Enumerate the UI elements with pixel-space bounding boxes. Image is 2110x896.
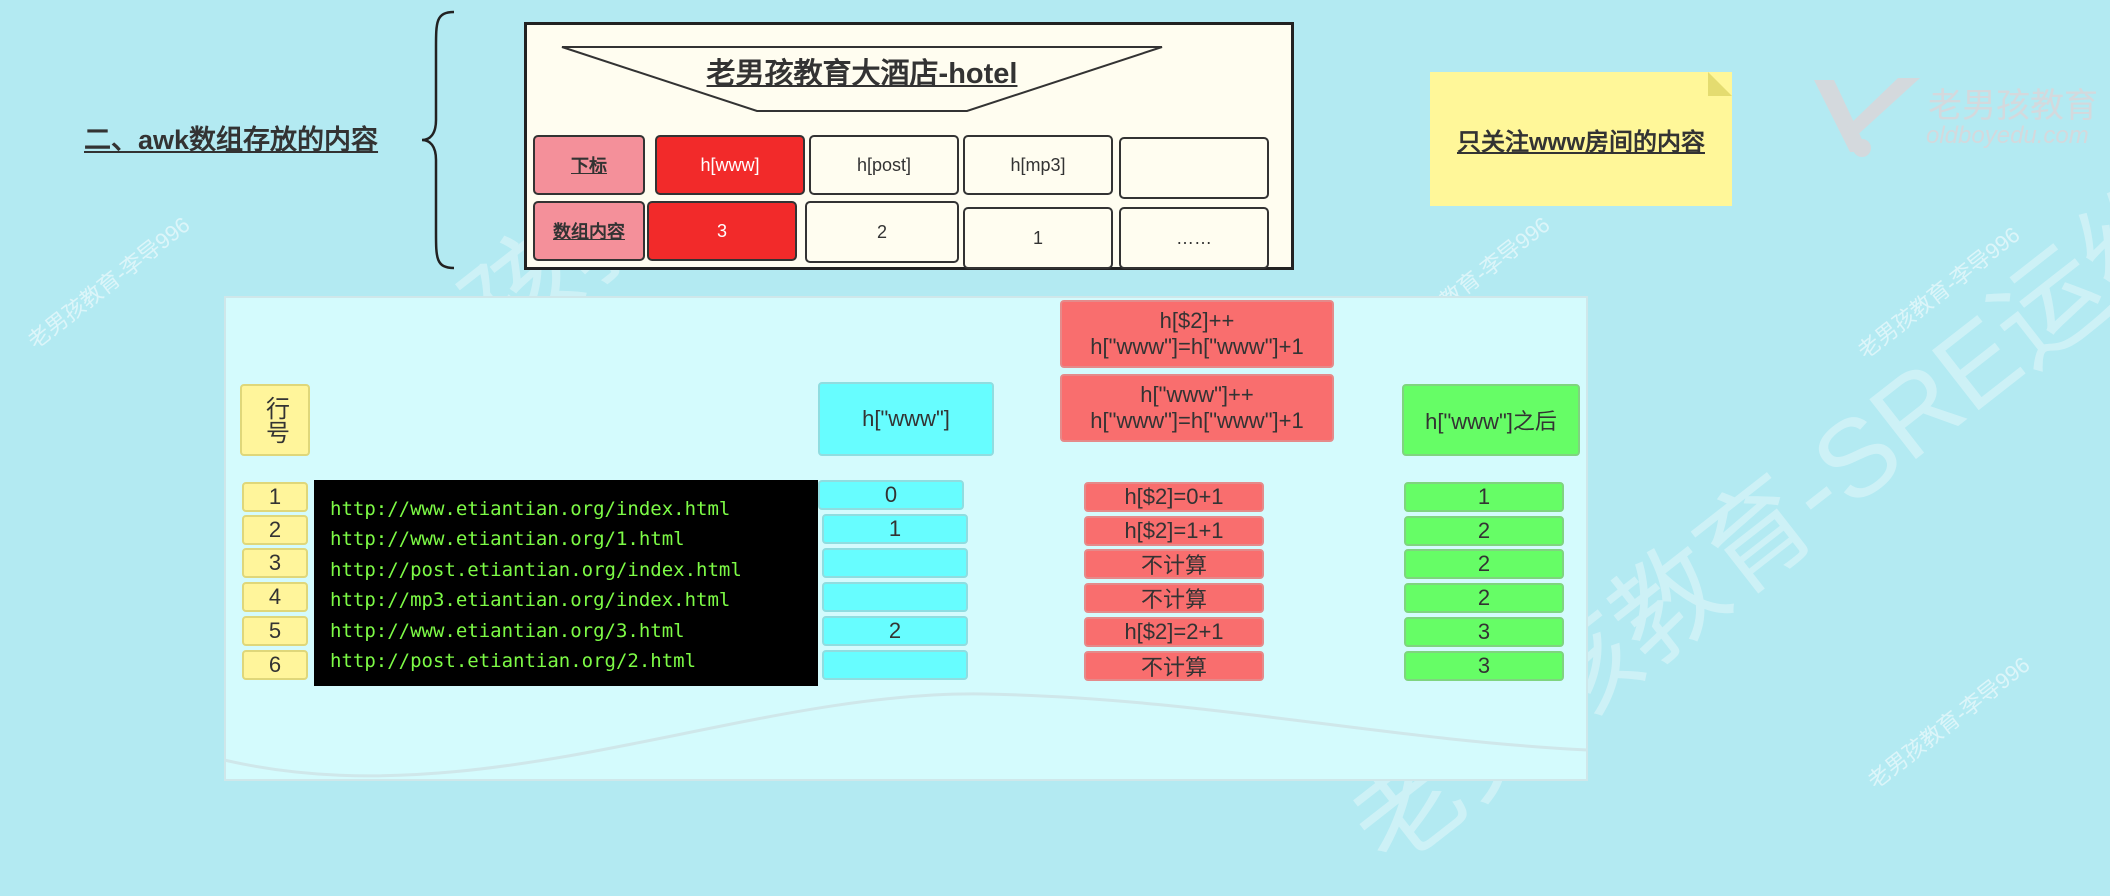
url-line: http://www.etiantian.org/index.html: [330, 498, 731, 520]
row-number: 3: [242, 548, 308, 578]
before-value: 0: [818, 480, 964, 510]
url-line: http://post.etiantian.org/index.html: [330, 558, 742, 581]
hotel-value-more: ……: [1119, 207, 1269, 269]
after-value: 2: [1404, 583, 1564, 613]
watermark-small: 老男孩教育-李导996: [23, 212, 195, 354]
operation-value: h[$2]=2+1: [1084, 617, 1264, 647]
hotel-value-post: 2: [805, 201, 959, 263]
before-value: [822, 582, 968, 612]
row-number: 2: [242, 515, 308, 545]
operation-value: 不计算: [1084, 651, 1264, 681]
expr-bottom-line-2: h["www"]=h["www"]+1: [1090, 408, 1304, 433]
hotel-key-empty: [1119, 137, 1269, 199]
hotel-key-mp3: h[mp3]: [963, 135, 1113, 195]
row-number-header: 行号: [240, 384, 310, 456]
operation-value: h[$2]=1+1: [1084, 516, 1264, 546]
before-value: [822, 650, 968, 680]
curly-brace: [421, 10, 455, 270]
row-number: 5: [242, 616, 308, 646]
after-value: 2: [1404, 549, 1564, 579]
expr-top-box: h[$2]++ h["www"]=h["www"]+1: [1060, 300, 1334, 368]
expr-top-line-1: h[$2]++: [1159, 308, 1235, 333]
row-number: 4: [242, 582, 308, 612]
hotel-panel: 老男孩教育大酒店-hotel 下标 数组内容 h[www] h[post] h[…: [524, 22, 1294, 270]
before-header: h["www"]: [818, 382, 994, 456]
watermark-small: 老男孩教育-李导996: [1853, 222, 2025, 364]
section-title: 二、awk数组存放的内容: [84, 125, 379, 155]
row-number: 1: [242, 482, 308, 512]
url-list-block: http://www.etiantian.org/index.html http…: [314, 480, 818, 686]
logo-check-icon: [1814, 78, 1920, 157]
hotel-title: 老男孩教育大酒店-hotel: [706, 58, 1018, 90]
url-line: http://mp3.etiantian.org/index.html: [330, 589, 731, 612]
before-value: 2: [822, 616, 968, 646]
expr-bottom-line-1: h["www"]++: [1140, 382, 1254, 407]
row-header-index: 下标: [533, 135, 645, 195]
logo-text-cn: 老男孩教育: [1928, 87, 2098, 125]
note-only-www: 只关注www房间的内容: [1430, 72, 1732, 206]
before-value: [822, 548, 968, 578]
url-line: http://www.etiantian.org/1.html: [330, 528, 685, 551]
operation-value: 不计算: [1084, 549, 1264, 579]
after-header: h["www"]之后: [1402, 384, 1580, 456]
row-number: 6: [242, 650, 308, 680]
expr-top-line-2: h["www"]=h["www"]+1: [1090, 334, 1304, 359]
row-header-content: 数组内容: [533, 201, 645, 261]
before-value: 1: [822, 514, 968, 544]
logo-text-en: oldboyedu.com: [1926, 122, 2089, 149]
after-value: 3: [1404, 617, 1564, 647]
hotel-value-mp3: 1: [963, 207, 1113, 269]
after-value: 2: [1404, 516, 1564, 546]
operation-value: h[$2]=0+1: [1084, 482, 1264, 512]
hotel-banner-shape: [561, 46, 1163, 112]
operation-value: 不计算: [1084, 583, 1264, 613]
hotel-key-www: h[www]: [655, 135, 805, 195]
hotel-value-www: 3: [647, 201, 797, 261]
watermark-small: 老男孩教育-李导996: [1863, 652, 2035, 794]
hotel-key-post: h[post]: [809, 135, 959, 195]
url-line: http://post.etiantian.org/2.html: [330, 649, 697, 672]
url-line: http://www.etiantian.org/3.html: [330, 619, 685, 642]
expr-bottom-box: h["www"]++ h["www"]=h["www"]+1: [1060, 374, 1334, 442]
after-value: 3: [1404, 651, 1564, 681]
panel-bottom-arc: [224, 692, 1588, 778]
after-value: 1: [1404, 482, 1564, 512]
